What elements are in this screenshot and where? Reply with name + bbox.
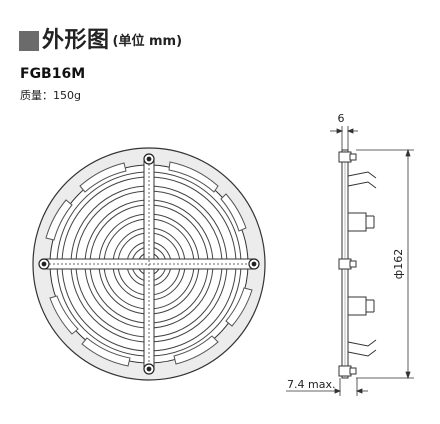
model-name: FGB16M [20,66,86,82]
side-screws [338,151,357,377]
ring-slots [45,161,253,367]
gray-square-icon [19,31,39,51]
dim-diameter-label: ф162 [392,249,405,279]
dim-diameter [356,148,414,380]
dim-top-width [330,126,358,150]
front-view [32,147,266,381]
mounting-holes [38,153,260,375]
title-text: 外形图 [42,28,110,53]
dim-top-width-label: 6 [338,112,345,125]
side-clips [347,171,377,357]
side-tabs [347,212,375,316]
page-title: 外形图 (单位 mm) [19,27,182,53]
dim-max-thickness-label: 7.4 max. [287,378,335,391]
mass-label: 质量：150g [20,89,81,102]
unit-note: (单位 mm) [112,34,183,49]
side-view [286,126,414,396]
dim-max-thickness [286,378,368,396]
